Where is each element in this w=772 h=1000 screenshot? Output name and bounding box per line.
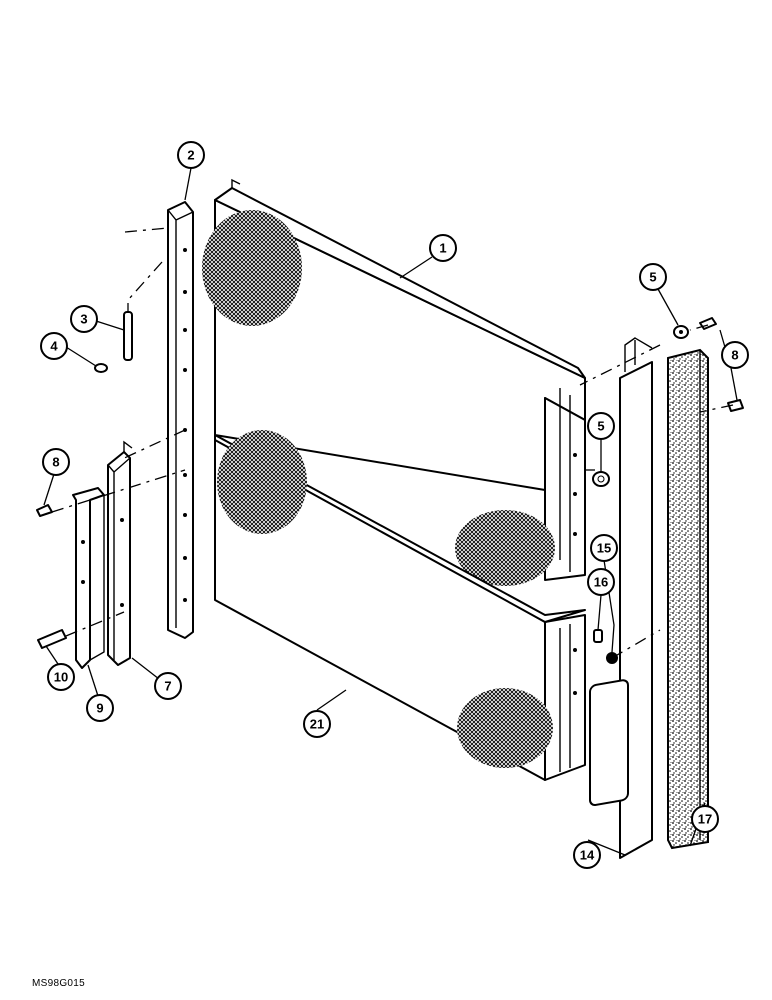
support-strap-7 [107,440,133,666]
svg-text:21: 21 [310,717,324,732]
callout-16: 16 [587,568,615,596]
svg-text:7: 7 [164,679,171,694]
svg-text:3: 3 [80,312,87,327]
callout-17: 17 [691,805,719,833]
svg-text:9: 9 [96,701,103,716]
support-strap-9 [72,487,105,669]
callout-5-lower: 5 [587,412,615,440]
svg-text:5: 5 [649,270,656,285]
upper-radiator-core [202,178,586,586]
callout-8-right: 8 [721,341,749,369]
callout-14: 14 [573,841,601,869]
callout-15: 15 [590,534,618,562]
svg-text:8: 8 [731,348,738,363]
callout-8-left: 8 [42,448,70,476]
callout-21: 21 [303,710,331,738]
svg-text:8: 8 [52,455,59,470]
callout-5-upper: 5 [639,263,667,291]
svg-text:15: 15 [597,541,611,556]
svg-text:14: 14 [580,848,595,863]
callout-2: 2 [177,141,205,169]
svg-text:2: 2 [187,148,194,163]
lower-radiator-core [214,430,586,781]
foam-seal-strip [667,348,709,850]
callout-1: 1 [429,234,457,262]
svg-text:5: 5 [597,419,604,434]
assembly-centerlines [51,227,734,659]
svg-text:16: 16 [594,575,608,590]
svg-text:17: 17 [698,812,712,827]
svg-text:4: 4 [50,339,58,354]
left-angle-bracket [167,201,194,639]
figure-code: MS98G015 [32,978,85,989]
callout-7: 7 [154,672,182,700]
callout-10: 10 [47,663,75,691]
svg-text:10: 10 [54,670,68,685]
svg-text:1: 1 [439,241,446,256]
callout-4: 4 [40,332,68,360]
right-side-panel [589,337,653,859]
callout-9: 9 [86,694,114,722]
callout-3: 3 [70,305,98,333]
